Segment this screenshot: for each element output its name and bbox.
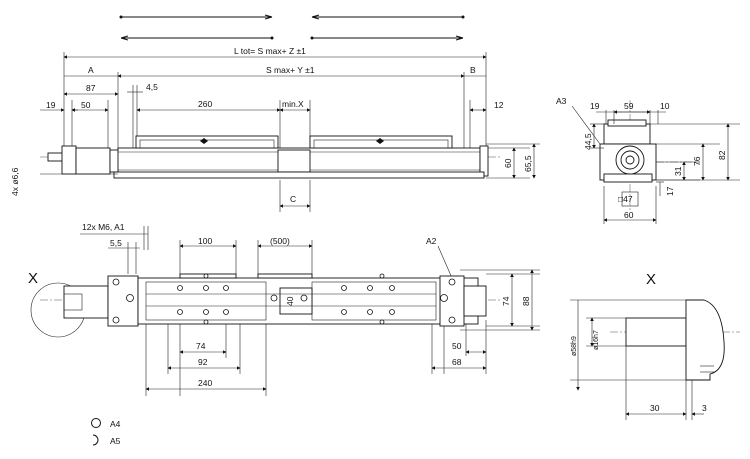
legend-a4: A4 [110,419,121,429]
carriage-left [135,135,279,149]
holes-label: 4x ø6,6 [10,167,20,196]
s-label: S max+ Y ±1 [266,65,315,75]
actuator-plan-view [30,273,500,338]
plan-view-dimensions [80,226,540,396]
plan-dim-240: 240 [198,378,212,388]
dim-87: 87 [86,83,96,93]
dim-260: 260 [198,99,212,109]
end-dim-10: 10 [660,101,670,111]
plan-dim-74-right: 74 [501,296,511,306]
end-dim-60: 60 [624,210,634,220]
plan-dim-50: 50 [452,341,462,351]
carriage-right [309,135,453,149]
x-label-right: X [646,271,656,288]
legend-a5: A5 [110,436,121,446]
end-view [571,100,740,224]
c-label: C [290,194,296,204]
top-view-dimensions [40,52,540,212]
dim-16h7: ø16h7 [593,330,600,350]
dim-19: 19 [46,100,56,110]
plan-dim-74-bottom: 74 [196,341,206,351]
direction-arrows [119,14,465,41]
end-dim-44-5: 44,5 [583,133,593,150]
plan-dim-40: 40 [285,296,295,306]
b-label: B [470,65,476,75]
a-label: A [88,65,94,75]
end-dim-76: 76 [692,156,702,166]
end-dim-31: 31 [673,166,683,176]
min-x-label: min.X [282,99,304,109]
plan-dim-88: 88 [521,296,531,306]
a2-label: A2 [426,236,437,246]
dim-4-5: 4,5 [146,82,158,92]
dim-60: 60 [503,158,513,168]
end-dim-59: 59 [624,101,634,111]
detail-dim-30: 30 [650,403,660,413]
thread-label: 12x M6, A1 [82,222,125,232]
shaft-detail [570,299,740,420]
plan-dim-5-5: 5,5 [110,238,122,248]
labels: L tot= S max+ Z ±1 S max+ Y ±1 A B 87 19… [10,46,727,446]
end-dim-82: 82 [717,150,727,160]
actuator-side-view [40,135,500,179]
legend-symbols [91,418,101,446]
plan-dim-500: (500) [270,236,290,246]
x-label-left: X [28,270,38,287]
end-dim-19: 19 [590,101,600,111]
a3-label: A3 [556,96,567,106]
mounting-holes [112,273,456,325]
square-47-label: □47 [618,194,633,204]
plan-dim-92: 92 [198,357,208,367]
dim-50: 50 [81,100,91,110]
detail-dim-3: 3 [702,403,707,413]
end-dim-17: 17 [665,186,675,196]
dim-12: 12 [494,100,504,110]
l-tot-label: L tot= S max+ Z ±1 [234,46,306,56]
dim-65-5: 65,5 [523,155,533,172]
plan-dim-68: 68 [452,357,462,367]
dim-58h9: ø58h9 [571,336,578,356]
plan-dim-100: 100 [198,236,212,246]
